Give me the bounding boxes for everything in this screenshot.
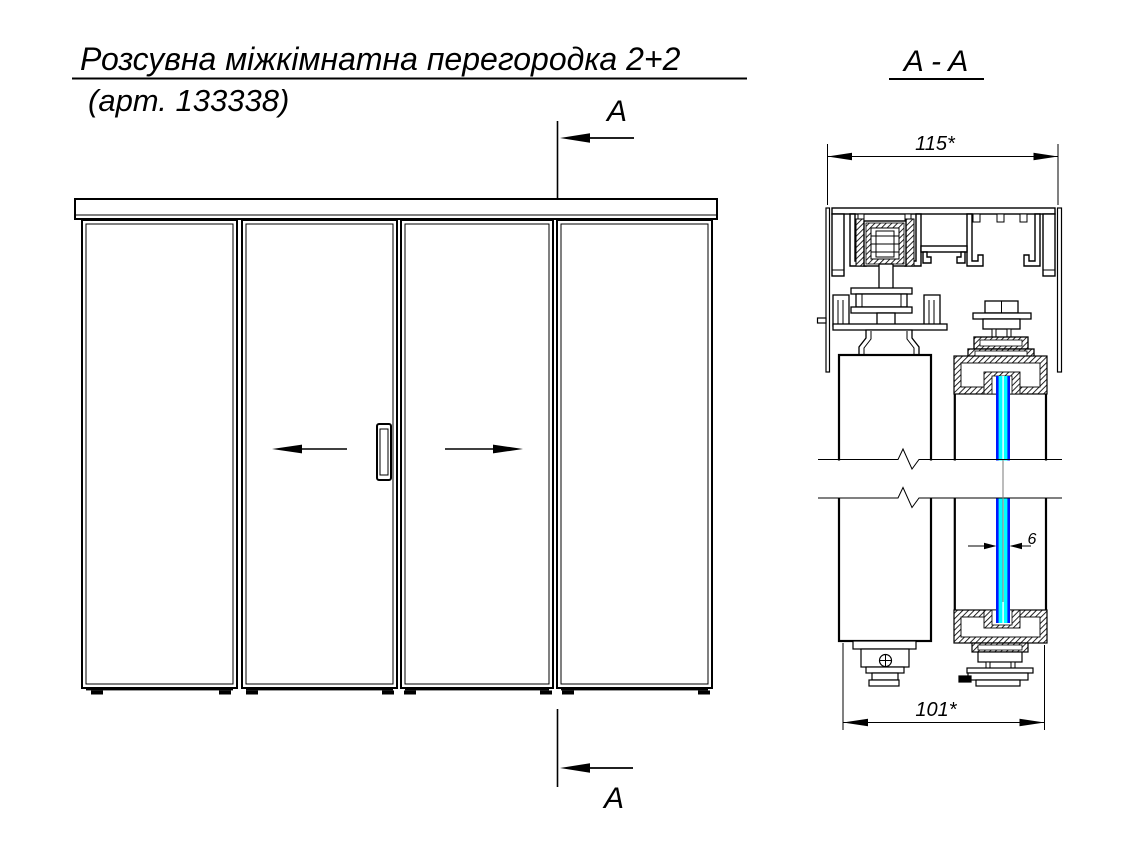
article-number: (арт. 133338) <box>88 83 289 118</box>
break-lines <box>818 447 1062 509</box>
title-block: Розсувна міжкімнатна перегородка 2+2 (ар… <box>72 41 747 118</box>
panel-4 <box>556 219 713 689</box>
panel-3 <box>400 219 554 689</box>
panel-1 <box>81 219 238 689</box>
door-handle <box>376 423 392 481</box>
roller-carriage <box>855 218 915 291</box>
dim-overall-depth-label: 115* <box>915 133 956 155</box>
fascia-left-tab <box>816 317 827 324</box>
track-profile <box>831 207 1056 277</box>
glass-door-hanger <box>967 300 1035 359</box>
dim-door-unit-depth: 101* <box>842 643 1045 730</box>
dim-door-unit-depth-label: 101* <box>915 699 957 721</box>
panel-2 <box>241 219 398 689</box>
left-door-hanger <box>832 287 948 356</box>
section-cut-marker-top: A <box>556 95 634 198</box>
cut-marker-label-bottom: A <box>602 782 624 815</box>
glass-door-bottom-clamp <box>958 642 1034 687</box>
slide-arrow-left <box>272 444 347 454</box>
cut-marker-label-top: A <box>605 95 627 128</box>
bottom-rails <box>86 688 710 695</box>
fascia-right <box>1056 207 1063 373</box>
left-door-bottom-guide <box>852 640 917 687</box>
section-title-block: A - A <box>889 45 984 80</box>
dim-glass-thickness: 6 <box>968 531 1037 550</box>
top-track <box>74 198 718 220</box>
front-view <box>74 198 718 695</box>
section-title: A - A <box>902 45 968 78</box>
dim-glass-thickness-label: 6 <box>1028 531 1037 548</box>
dim-overall-depth: 115* <box>827 133 1059 205</box>
page-title: Розсувна міжкімнатна перегородка 2+2 <box>80 41 681 77</box>
section-view: 115* <box>812 133 1070 730</box>
fascia-left <box>825 207 831 373</box>
slide-arrow-right <box>445 444 523 454</box>
section-cut-marker-bottom: A <box>556 709 633 815</box>
roller-bolt <box>878 263 894 291</box>
